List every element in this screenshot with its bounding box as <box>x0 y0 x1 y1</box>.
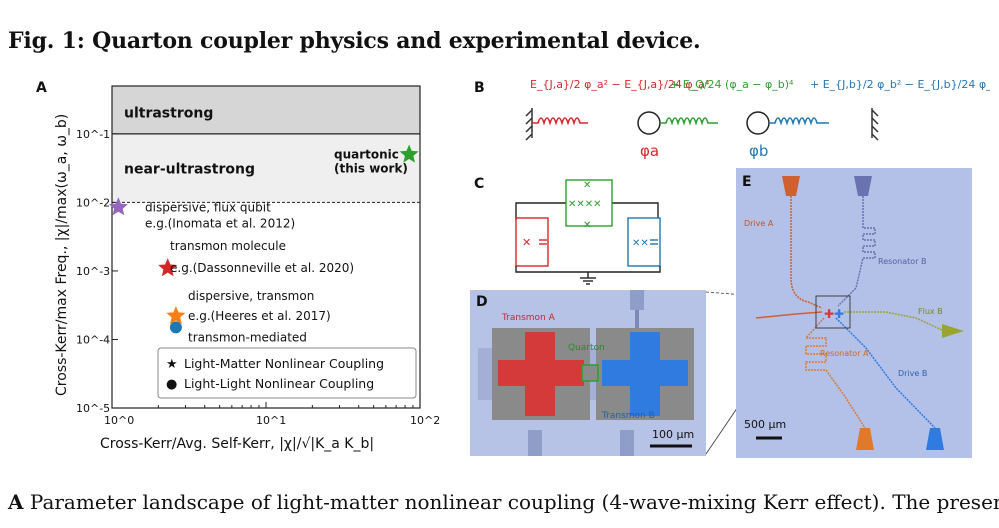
label-transmon-a: Transmon A <box>501 313 556 323</box>
panel-d-micrograph: D Transmon A Quarton Transmon B 100 μm <box>470 290 706 456</box>
svg-text:✕: ✕ <box>522 236 531 249</box>
quarton-junction <box>581 364 599 382</box>
svg-text:✚: ✚ <box>834 307 844 321</box>
spring-q <box>660 117 718 126</box>
phi-a-label: φa <box>640 142 659 160</box>
label-flux-b: Flux B <box>918 307 943 316</box>
flux-b-port <box>942 324 964 338</box>
legend-marker: ★ <box>166 357 178 372</box>
drive-a-port <box>782 176 800 196</box>
svg-text:✚: ✚ <box>824 307 834 321</box>
left-wall <box>525 108 533 141</box>
panel-a-letter: A <box>36 80 47 96</box>
annotation-transmon-molecule: e.g.(Dassonneville et al. 2020) <box>170 261 354 275</box>
y-tick-label: 10^-5 <box>76 402 110 415</box>
label-drive-b: Drive B <box>898 369 927 378</box>
point-dispersive-star <box>166 306 186 325</box>
circuit-transmon-b <box>627 217 661 267</box>
x-tick-label: 10^1 <box>256 414 286 427</box>
spring-b <box>769 117 829 126</box>
annotation-transmon-molecule: transmon molecule <box>170 239 286 253</box>
annotation-dispersive-transmon: dispersive, transmon <box>188 289 314 303</box>
annotation-flux-qubit: dispersive, flux qubit <box>145 200 271 214</box>
legend-label: Light-Matter Nonlinear Coupling <box>184 356 384 371</box>
annotation-flux-qubit: e.g.(Inomata et al. 2012) <box>145 216 295 230</box>
caption-text: Parameter landscape of light-matter nonl… <box>23 490 999 514</box>
annotation-quartonic: (this work) <box>334 162 408 176</box>
panel-e-letter: E <box>742 174 752 190</box>
y-tick-label: 10^-1 <box>76 128 110 141</box>
y-tick-label: 10^-3 <box>76 265 110 278</box>
y-tick-label: 10^-2 <box>76 196 110 209</box>
zoom-box <box>815 295 851 329</box>
point-transmonmediated-circle <box>169 321 182 334</box>
panel-c-letter: C <box>474 176 485 192</box>
x-tick-label: 10^2 <box>410 414 440 427</box>
svg-text:✕✕✕✕: ✕✕✕✕ <box>568 199 602 210</box>
legend-label: Light-Light Nonlinear Coupling <box>184 376 374 391</box>
region-ultrastrong <box>112 86 420 134</box>
hamiltonian-term-q: + E_Q/24 (φ_a − φ_b)⁴ <box>670 78 794 91</box>
x-axis-label: Cross-Kerr/Avg. Self-Kerr, |χ|/√|K_a K_b… <box>100 436 374 452</box>
svg-text:✕: ✕ <box>583 180 591 191</box>
region-label-near-ultrastrong: near-ultrastrong <box>124 162 255 178</box>
circuit-quarton <box>565 179 613 227</box>
y-tick-label: 10^-4 <box>76 333 110 346</box>
y-axis-label: Cross-Kerr/max Freq., |χ|/max(ω_a, ω_b) <box>54 114 70 396</box>
point-quartonic-star <box>399 144 419 163</box>
svg-text:✕: ✕ <box>583 220 591 231</box>
region-label-ultrastrong: ultrastrong <box>124 105 213 121</box>
caption-letter: A <box>8 490 24 514</box>
x-tick-label: 10^0 <box>104 414 134 427</box>
resonator-a-port <box>856 428 874 450</box>
legend-marker: ● <box>166 377 177 392</box>
label-resonator-a: Resonator A <box>820 349 869 358</box>
panel-b-diagram: E_{J,a}/2 φ_a² − E_{J,a}/24 φ_a⁴ + E_Q/2… <box>525 78 990 160</box>
panel-e-micrograph: E ✚ ✚ Drive A Resonator B Flux B Resonat… <box>736 168 972 458</box>
region-near-ultrastrong <box>112 133 420 203</box>
point-dispersive-star <box>108 197 128 216</box>
figure-title: Fig. 1: Quarton coupler physics and expe… <box>8 28 701 54</box>
label-quarton: Quarton <box>568 343 605 353</box>
panel-d-letter: D <box>476 294 488 310</box>
panel-c-circuit: ✕ ✕ ✕✕✕✕ ✕ ✕✕ <box>515 179 661 285</box>
panel-b-letter: B <box>474 80 485 96</box>
circuit-transmon-a <box>515 217 549 267</box>
legend-box <box>157 347 417 399</box>
point-transmon-star <box>158 258 178 277</box>
scale-label-e: 500 μm <box>744 418 786 431</box>
annotation-transmon-mediated: transmon-mediated <box>188 330 307 344</box>
resonator-b-port <box>854 176 872 196</box>
annotation-dispersive-transmon: e.g.(Heeres et al. 2017) <box>188 309 331 323</box>
drive-b-port <box>926 428 944 450</box>
mass-b <box>746 111 770 135</box>
mass-a <box>637 111 661 135</box>
right-wall <box>871 108 879 141</box>
label-drive-a: Drive A <box>744 219 774 228</box>
svg-text:✕✕: ✕✕ <box>632 238 649 249</box>
scale-label-d: 100 μm <box>652 428 694 441</box>
label-resonator-b: Resonator B <box>878 257 927 266</box>
annotation-quartonic: quartonic <box>334 148 399 162</box>
spring-a <box>532 117 588 126</box>
label-transmon-b: Transmon B <box>601 411 655 421</box>
hamiltonian-term-b: + E_{J,b}/2 φ_b² − E_{J,b}/24 φ_b⁴ <box>810 78 990 91</box>
panel-a-chart: 10^0 10^1 10^2 10^-1 10^-2 10^-3 10^-4 10^-5 ult… <box>54 85 440 452</box>
hamiltonian-term-a: E_{J,a}/2 φ_a² − E_{J,a}/24 φ_a⁴ <box>530 78 710 91</box>
phi-b-label: φb <box>749 142 768 160</box>
figure-caption: A Parameter landscape of light-matter no… <box>8 490 999 514</box>
